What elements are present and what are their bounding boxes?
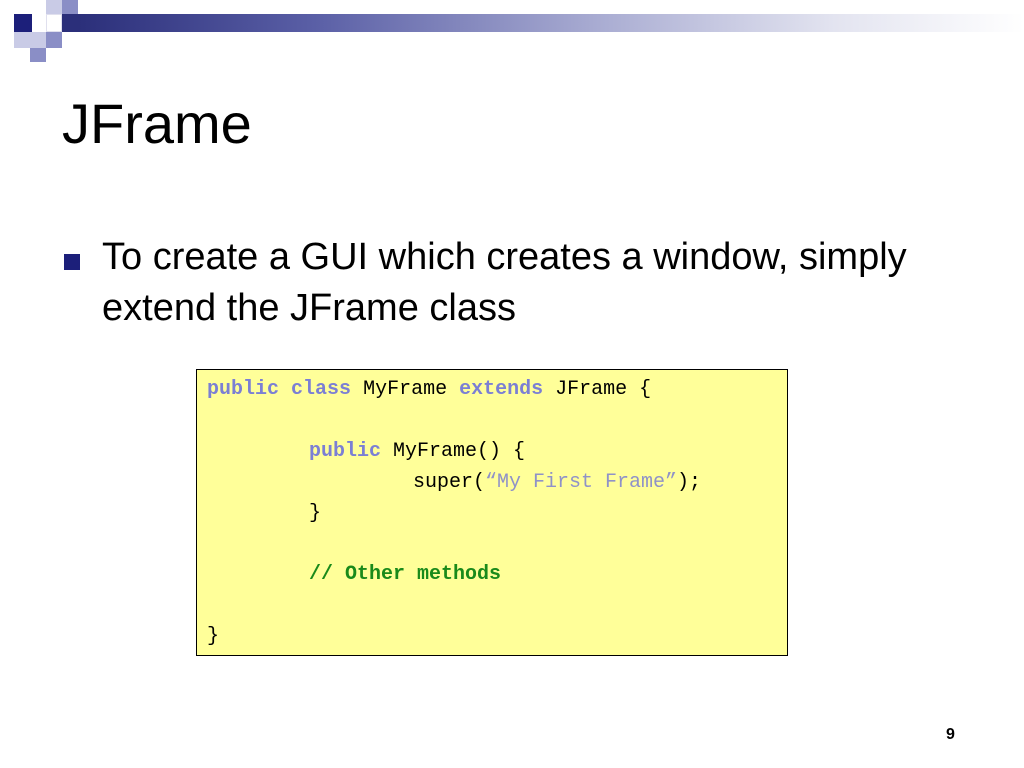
code-comment: // Other methods bbox=[309, 563, 502, 586]
decor-square-1 bbox=[14, 14, 32, 32]
code-keyword: public bbox=[207, 378, 280, 401]
decor-square-9 bbox=[30, 48, 46, 62]
code-punctuation: } bbox=[309, 502, 322, 525]
code-line-1: public class MyFrame extends JFrame { bbox=[207, 378, 651, 402]
square-bullet-icon bbox=[64, 254, 80, 270]
code-keyword: extends bbox=[459, 378, 544, 401]
decor-square-7 bbox=[30, 32, 46, 48]
code-identifier: JFrame { bbox=[555, 378, 652, 401]
decor-square-5 bbox=[62, 14, 78, 32]
code-line-7: // Other methods bbox=[309, 563, 501, 587]
code-keyword: public bbox=[309, 440, 382, 463]
code-identifier: MyFrame bbox=[363, 378, 448, 401]
header-gradient-bar bbox=[78, 14, 1024, 32]
code-identifier: super( bbox=[413, 471, 486, 494]
code-line-4: super(“My First Frame”); bbox=[413, 471, 701, 495]
decor-square-8 bbox=[46, 32, 62, 48]
code-line-9: } bbox=[207, 625, 219, 649]
code-punctuation: } bbox=[207, 625, 220, 648]
code-identifier: MyFrame() { bbox=[393, 440, 526, 463]
code-block: public class MyFrame extends JFrame { pu… bbox=[196, 369, 788, 656]
decor-square-4 bbox=[46, 14, 62, 32]
code-line-3: public MyFrame() { bbox=[309, 440, 525, 464]
code-punctuation: ); bbox=[677, 471, 702, 494]
code-keyword: class bbox=[291, 378, 352, 401]
page-number: 9 bbox=[946, 726, 955, 743]
decor-square-3 bbox=[62, 0, 78, 14]
bullet-text: To create a GUI which creates a window, … bbox=[102, 236, 907, 329]
slide-title: JFrame bbox=[62, 92, 252, 155]
decor-square-6 bbox=[14, 32, 32, 48]
code-line-5: } bbox=[309, 502, 321, 526]
decor-square-2 bbox=[46, 0, 62, 14]
code-string: “My First Frame” bbox=[485, 471, 678, 494]
